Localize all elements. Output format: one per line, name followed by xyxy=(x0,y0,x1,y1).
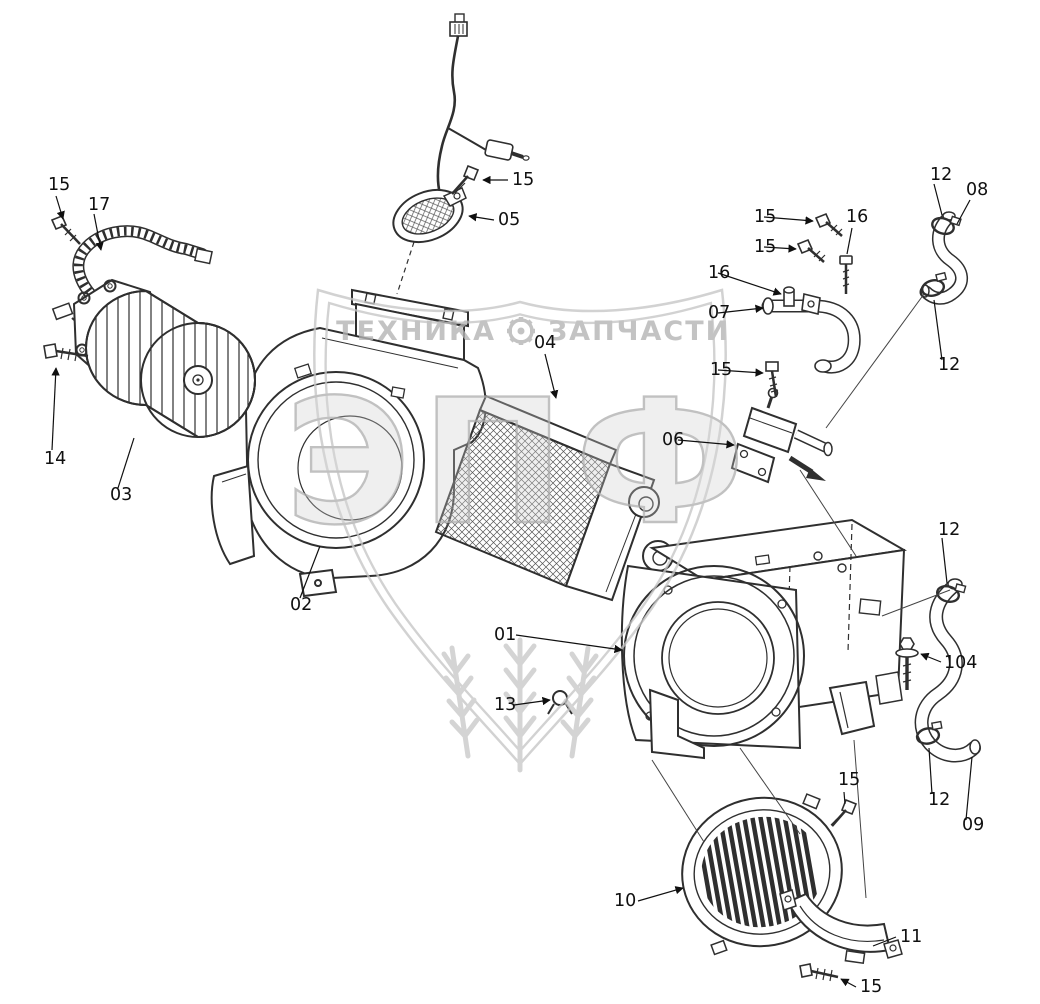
label-12-upper-a: 12 xyxy=(930,165,952,185)
label-04: 04 xyxy=(534,333,556,353)
assembly-lines xyxy=(651,293,951,899)
label-10: 10 xyxy=(614,891,636,911)
shield-emblem-icon xyxy=(313,288,727,766)
label-03: 03 xyxy=(110,485,132,505)
label-01: 01 xyxy=(494,625,516,645)
bolt-15-pipe-upper xyxy=(814,212,843,237)
part-blower-housing xyxy=(210,288,487,598)
label-13: 13 xyxy=(494,695,516,715)
pin-16 xyxy=(839,255,853,294)
label-15-pipe-lower: 15 xyxy=(754,237,776,257)
label-12-upper-b: 12 xyxy=(938,355,960,375)
label-16-pin: 16 xyxy=(846,207,868,227)
label-12-lower-a: 12 xyxy=(938,520,960,540)
clamp-12-upper-b xyxy=(920,271,948,297)
label-06: 06 xyxy=(662,430,684,450)
clamp-12-lower-a xyxy=(935,583,967,603)
watermark-tagline-left: ТЕХНИКА xyxy=(336,316,496,347)
label-15-grille: 15 xyxy=(838,770,860,790)
bolt-15-sensor xyxy=(451,164,480,195)
bolt-15-pipe-lower xyxy=(796,238,826,263)
label-17: 17 xyxy=(88,195,110,215)
part-heater-unit-housing xyxy=(620,518,907,760)
label-08: 08 xyxy=(966,180,988,200)
bolt-14 xyxy=(43,343,89,362)
label-02: 02 xyxy=(290,595,312,615)
label-15-sensor: 15 xyxy=(512,170,534,190)
clamp-12-lower-b xyxy=(915,720,943,745)
label-11: 11 xyxy=(900,927,922,947)
label-15-pipe-upper: 15 xyxy=(754,207,776,227)
label-12-lower-b: 12 xyxy=(928,790,950,810)
clamp-12-upper-a xyxy=(931,215,962,236)
fan-drum xyxy=(85,289,256,439)
gear-icon xyxy=(507,317,535,345)
wheat-ears-icon xyxy=(441,637,599,773)
label-15-cover: 15 xyxy=(860,977,882,997)
label-15-blower-upper: 15 xyxy=(48,175,70,195)
part-water-pipe xyxy=(761,286,861,374)
corrugated-hose-17 xyxy=(72,225,213,312)
leader-lines xyxy=(51,175,973,988)
watermark: ТЕХНИКА ЗАПЧАСТИ ЭПФ xyxy=(283,288,756,773)
part-harness-sensor xyxy=(392,13,530,295)
part-water-valve xyxy=(730,387,833,484)
label-09: 09 xyxy=(962,815,984,835)
part-blower-motor xyxy=(51,225,256,439)
label-104: 104 xyxy=(944,653,977,673)
watermark-brand-letters: ЭПФ xyxy=(285,362,756,563)
part-heater-core xyxy=(434,394,674,602)
part-lower-cover xyxy=(779,889,903,965)
part-labels: 15 17 14 03 02 15 05 04 15 15 16 16 07 1… xyxy=(44,165,988,997)
label-14: 14 xyxy=(44,449,66,469)
label-07: 07 xyxy=(708,303,730,323)
bolt-15-valve xyxy=(765,361,779,398)
label-16-nipple: 16 xyxy=(708,263,730,283)
label-05: 05 xyxy=(498,210,520,230)
label-15-valve: 15 xyxy=(710,360,732,380)
watermark-tagline-right: ЗАПЧАСТИ xyxy=(548,316,730,347)
bolt-15-blower-upper xyxy=(50,214,81,245)
bolt-104 xyxy=(895,637,919,690)
bolt-15-grille xyxy=(830,798,858,827)
bolt-15-lower-cover xyxy=(799,963,839,982)
